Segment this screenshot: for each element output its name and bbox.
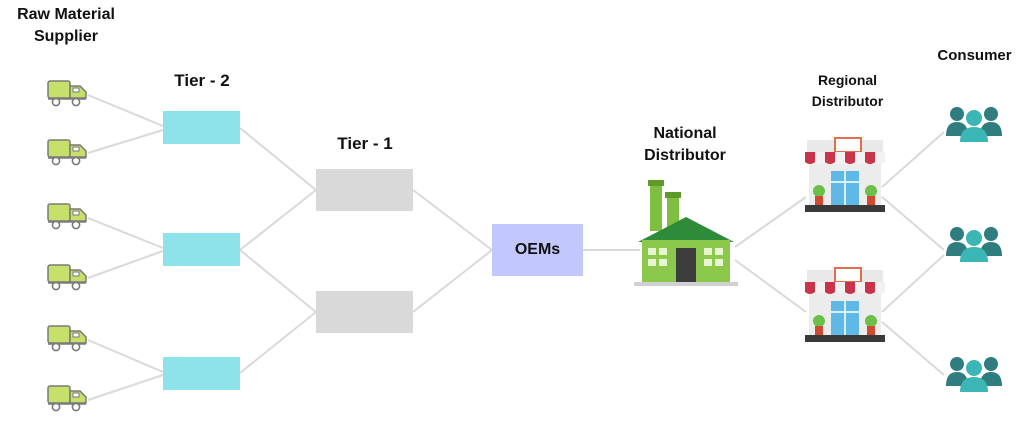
national-line2: Distributor <box>644 147 726 164</box>
consumer-label: Consumer <box>925 45 1024 67</box>
people-icon <box>946 357 1002 392</box>
connector-line <box>734 196 807 248</box>
tier2-text: Tier - 2 <box>174 71 230 90</box>
tier1-text: Tier - 1 <box>337 134 393 153</box>
truck-icon <box>47 139 87 166</box>
raw-material-line1: Raw Material <box>17 6 115 23</box>
national-line1: National <box>653 125 717 142</box>
consumer-text: Consumer <box>937 47 1012 64</box>
raw-material-supplier-label: Raw Material Supplier <box>0 4 132 48</box>
tier2-label: Tier - 2 <box>152 70 252 92</box>
regional-line1: Regional <box>817 72 878 88</box>
oem-box-label: OEMs <box>492 224 583 276</box>
tier1-box <box>316 291 413 333</box>
tier2-box <box>163 357 240 390</box>
truck-icon <box>47 325 87 352</box>
regional-line2: Distributor <box>811 93 884 109</box>
tier2-box <box>163 111 240 144</box>
truck-icon <box>47 264 87 291</box>
national-distributor-label: National Distributor <box>620 123 750 167</box>
connector-lines <box>87 94 945 401</box>
connector-line <box>87 250 164 279</box>
tier1-label: Tier - 1 <box>315 133 415 155</box>
connector-line <box>87 339 164 373</box>
store-icon <box>804 137 886 213</box>
oem-text: OEMs <box>514 241 561 258</box>
connector-line <box>239 311 317 374</box>
people-icon <box>946 227 1002 262</box>
truck-icon <box>47 80 87 107</box>
factory-icon <box>634 180 738 286</box>
connector-line <box>87 129 164 154</box>
connector-line <box>239 189 317 251</box>
connector-line <box>881 254 945 313</box>
oem-box <box>492 224 583 276</box>
connector-line <box>87 374 164 401</box>
truck-icon <box>47 203 87 230</box>
connector-line <box>412 189 493 251</box>
people-icon <box>946 107 1002 142</box>
truck-icon <box>47 385 87 412</box>
connector-line <box>87 217 164 249</box>
raw-material-line2: Supplier <box>33 28 98 45</box>
store-icon <box>804 267 886 343</box>
tier2-box <box>163 233 240 266</box>
connector-line <box>881 321 945 376</box>
connector-line <box>734 259 807 313</box>
connector-line <box>881 131 945 188</box>
tier1-box <box>316 169 413 211</box>
regional-distributor-label: Regional Distributor <box>790 70 905 112</box>
connector-line <box>239 127 317 191</box>
connector-line <box>87 94 164 127</box>
connector-line <box>239 249 317 313</box>
connector-line <box>881 196 945 251</box>
connector-line <box>412 249 493 313</box>
